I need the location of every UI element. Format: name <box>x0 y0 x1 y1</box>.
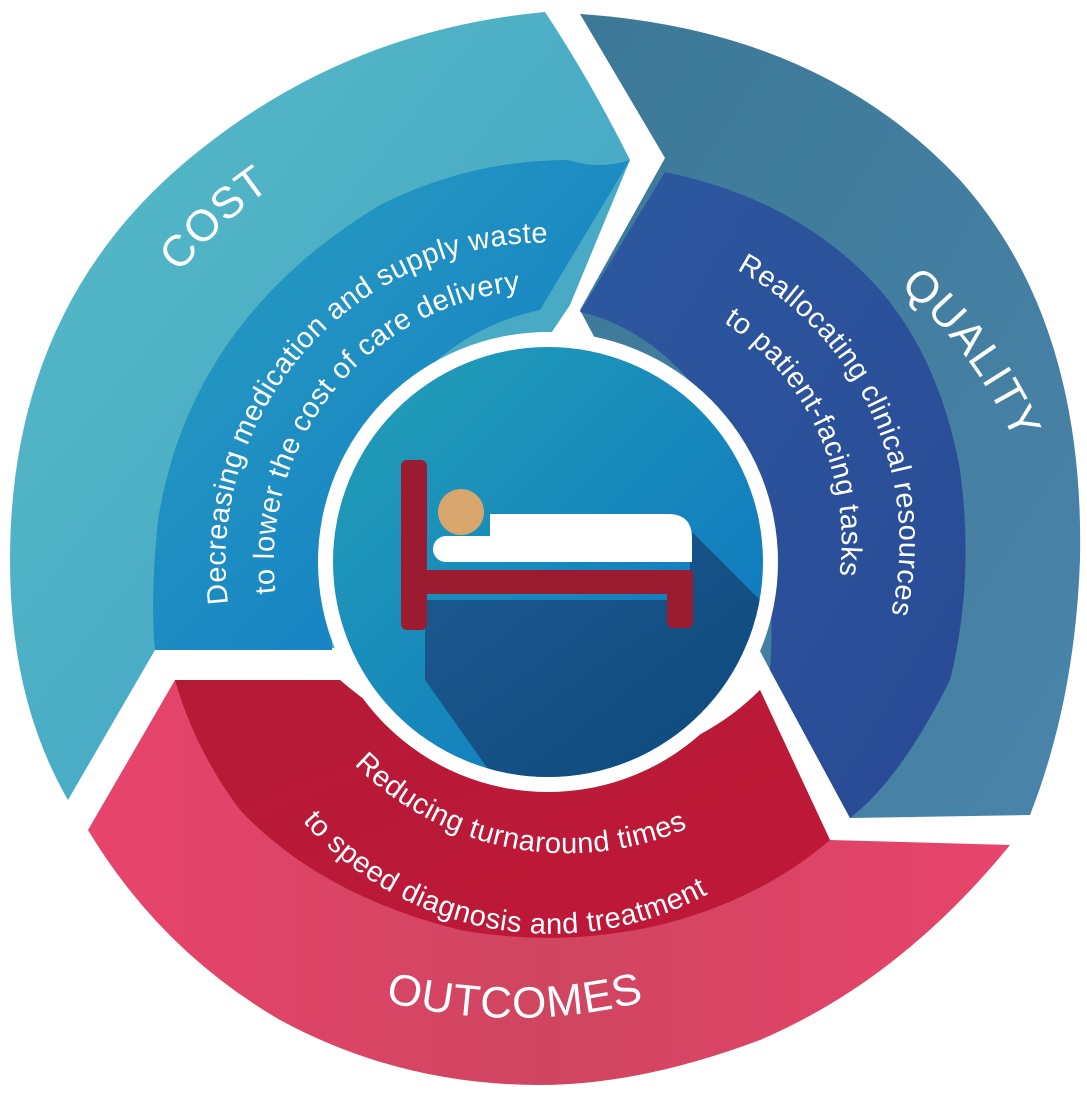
quality-inner-band <box>580 172 966 818</box>
patient-head-icon <box>438 489 484 535</box>
hospital-bed-patient-icon <box>401 460 693 630</box>
quality-segment <box>580 14 1081 818</box>
bed-frame <box>401 570 693 594</box>
bed-sheet <box>490 514 692 562</box>
outcomes-segment <box>88 680 1010 1085</box>
bed-leg <box>667 570 693 628</box>
outcomes-inner-band <box>175 680 830 938</box>
pillow <box>433 536 501 562</box>
bed-headboard <box>401 460 427 630</box>
